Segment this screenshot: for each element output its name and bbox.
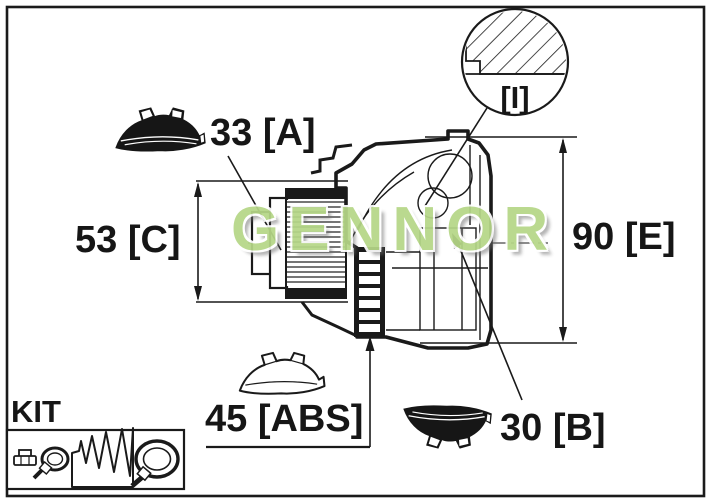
kit-box [5,427,186,491]
dimension-a-label: 33 [A] [210,112,316,154]
leader-a [227,155,282,251]
joint-body [300,129,493,350]
dimension-e-label: 90 [E] [572,216,676,258]
dimension-abs-label: 45 [ABS] [205,398,364,440]
kit-title: KIT [11,394,61,429]
dimension-line-c [194,180,348,303]
drawing-border [5,5,706,498]
abs-ring-icon [238,351,326,395]
hex-nut-icon [13,449,37,466]
stub-shaft [250,188,347,299]
large-clamp-icon [130,439,180,488]
outer-spline-icon [115,107,206,152]
dimension-b-label: 30 [B] [500,407,606,449]
leader-b [452,233,523,401]
dimension-c-label: 53 [C] [75,219,181,261]
small-clamp-icon [32,446,70,480]
ball-bearing [349,145,488,340]
boot-icon [71,427,134,488]
inner-spline-icon [403,405,492,449]
detail-ref-label: [I] [500,80,530,115]
abs-tone-ring [354,247,385,337]
leader-i [424,107,488,207]
abs-pointer [206,336,375,449]
detail-circle [460,7,570,117]
